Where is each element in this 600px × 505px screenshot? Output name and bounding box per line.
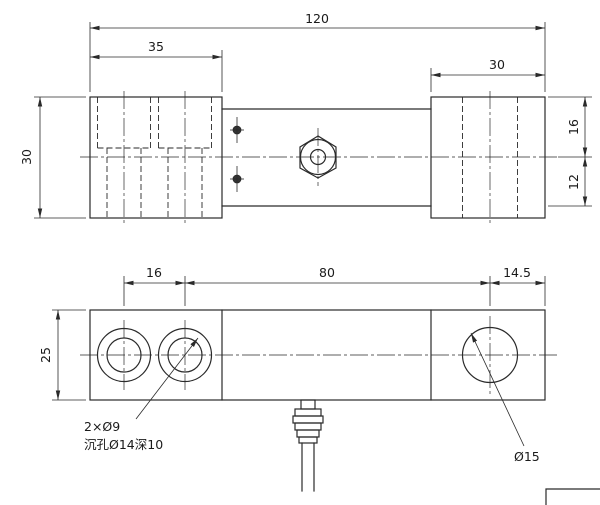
dim-right-lower: 12	[566, 174, 581, 190]
hidden-right-hole	[462, 97, 518, 218]
dim-edge-offset: 14.5	[503, 265, 531, 280]
holes-callout: 2×Ø9 沉孔Ø14深10	[84, 337, 199, 452]
small-screw-holes	[230, 117, 244, 192]
cable	[292, 399, 324, 492]
mounting-hole-2	[157, 327, 213, 383]
holes-note-line1: 2×Ø9	[84, 419, 120, 434]
hex-nut	[299, 128, 337, 186]
dim-overall-length: 120	[305, 11, 329, 26]
dim-hole-span: 80	[319, 265, 335, 280]
left-block-outline	[89, 96, 223, 219]
front-view-dimensions: 16 80 14.5 25	[38, 265, 546, 401]
top-view: 120 35 30 30 16 12	[19, 11, 592, 224]
right-block-outline	[430, 96, 546, 219]
load-hole-callout: Ø15	[470, 332, 540, 464]
load-hole-label: Ø15	[514, 449, 540, 464]
holes-note-line2: 沉孔Ø14深10	[84, 437, 163, 452]
front-view: 16 80 14.5 25 2×Ø9 沉孔Ø14深10 Ø15	[38, 265, 558, 492]
load-hole	[461, 326, 519, 384]
dim-left-block-width: 35	[148, 39, 164, 54]
dim-right-upper: 16	[566, 119, 581, 135]
dim-body-height: 25	[38, 347, 53, 363]
top-view-dimensions: 120 35 30 30 16 12	[19, 11, 592, 219]
title-block-corner	[545, 488, 600, 505]
mounting-hole-1	[96, 327, 152, 383]
dim-hole-pitch: 16	[146, 265, 162, 280]
hidden-counterbore-holes	[97, 97, 212, 218]
dim-right-block-width: 30	[489, 57, 505, 72]
dim-body-width: 30	[19, 149, 34, 165]
